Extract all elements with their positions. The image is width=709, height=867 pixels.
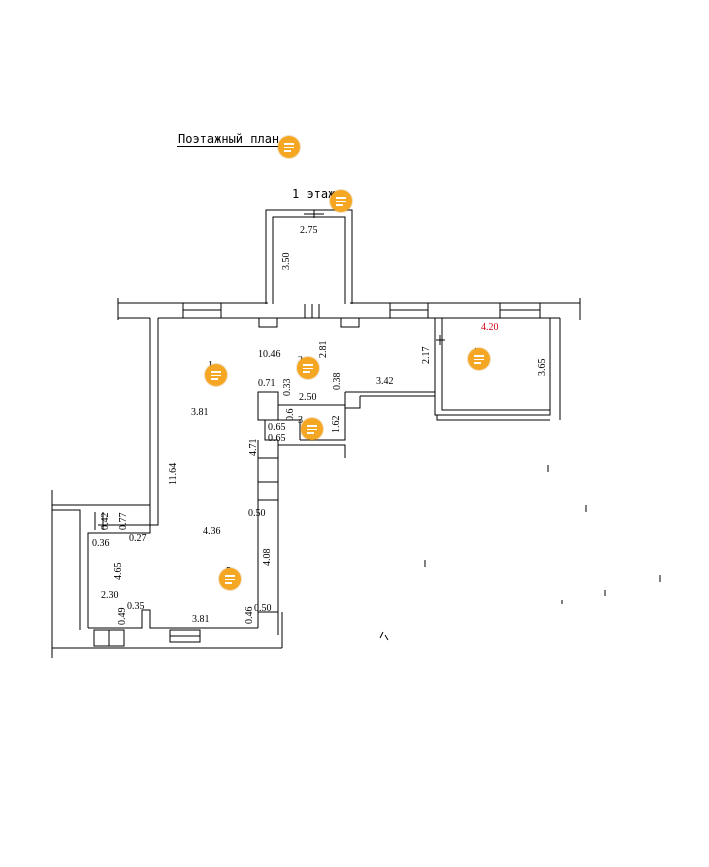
partition: [257, 391, 279, 421]
dim-label: 0.77: [118, 513, 129, 531]
comment-marker-title[interactable]: [278, 136, 300, 158]
dim-label: 2.30: [101, 590, 119, 601]
dim-label: 2.75: [300, 225, 318, 236]
bottom-wall: [88, 609, 279, 635]
right-room: [434, 318, 551, 416]
comment-marker-room-4[interactable]: [468, 348, 490, 370]
dim-label: 0.38: [332, 373, 343, 391]
dim-label: 0.50: [254, 603, 272, 614]
note-icon: [211, 371, 221, 382]
annex: [265, 209, 353, 304]
dim-label: 0.71: [258, 378, 276, 389]
dim-label: 1.62: [331, 416, 342, 434]
column-1: [258, 317, 278, 328]
dim-label: 2.50: [299, 392, 317, 403]
dim-label: 2.17: [421, 347, 432, 365]
comment-marker-room-3[interactable]: [301, 418, 323, 440]
dim-label: 0.42: [100, 513, 111, 531]
floor-label: 1 этаж: [292, 187, 336, 201]
dim-label: 0.33: [282, 379, 293, 397]
dim-label: 0.50: [248, 508, 266, 519]
top-wall: [117, 298, 581, 320]
comment-marker-floor[interactable]: [330, 190, 352, 212]
dim-label: 4.65: [113, 563, 124, 581]
comment-marker-room-1[interactable]: [205, 364, 227, 386]
dim-label: 0.35: [127, 601, 145, 612]
dim-label: 11.64: [168, 463, 179, 485]
comment-marker-room-2[interactable]: [297, 357, 319, 379]
note-icon: [307, 425, 317, 436]
dim-label: 10.46: [258, 349, 281, 360]
dim-label: 0.27: [129, 533, 147, 544]
dim-label: 4.36: [203, 526, 221, 537]
annex-mark: [304, 210, 324, 218]
dim-label: 3.50: [281, 253, 292, 271]
dim-label: 0.36: [92, 538, 110, 549]
column-2: [340, 317, 360, 328]
dim-label: 3.81: [192, 614, 210, 625]
dim-label: 0.49: [117, 608, 128, 626]
dim-label: 3.81: [191, 407, 209, 418]
dim-label: 3.65: [537, 359, 548, 377]
dim-label: 0.6: [285, 409, 296, 422]
dim-label-highlight: 4.20: [481, 322, 499, 333]
dim-label: 3.42: [376, 376, 394, 387]
note-icon: [225, 575, 235, 586]
dim-label: 0.65: [268, 433, 286, 444]
comment-marker-room-5[interactable]: [219, 568, 241, 590]
corridor: [344, 391, 435, 409]
dim-label: 0.46: [244, 607, 255, 625]
note-icon: [336, 197, 346, 208]
dim-label: 4.08: [262, 549, 273, 567]
note-icon: [474, 355, 484, 366]
dim-label: 0.65: [268, 422, 286, 433]
room-number: 3: [298, 415, 303, 426]
note-icon: [284, 143, 294, 154]
note-icon: [303, 364, 313, 375]
dim-label: 2.81: [318, 341, 329, 359]
left-wall: [87, 318, 159, 628]
dim-label: 4.71: [248, 439, 259, 457]
title-underline: [177, 146, 289, 147]
plan-title: Поэтажный план: [178, 132, 280, 146]
